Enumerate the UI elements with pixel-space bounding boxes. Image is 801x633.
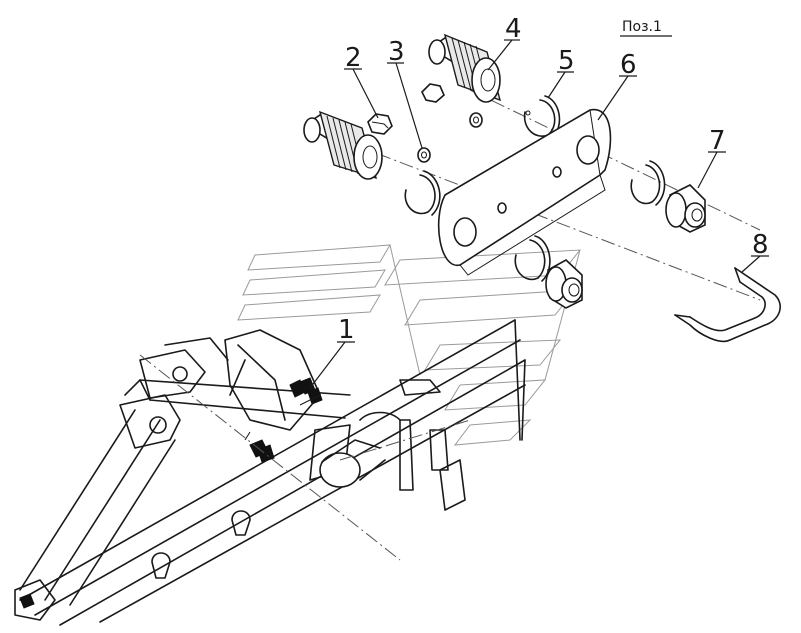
part-washer <box>417 147 431 163</box>
callout-3: 3 <box>388 37 405 67</box>
part-bushing <box>665 184 706 233</box>
part-nut-2 <box>421 83 445 103</box>
callout-labels: 1 2 3 4 5 6 7 8 Поз.1 <box>338 14 769 345</box>
callout-4: 4 <box>505 14 522 44</box>
part-washer-2 <box>469 112 483 128</box>
part-nut <box>367 113 393 135</box>
part-retaining-ring-4 <box>514 235 551 282</box>
part-retaining-ring-3 <box>630 160 666 206</box>
part-coupling-lower <box>303 110 383 180</box>
spring-lower <box>244 431 275 463</box>
part-bushing-2 <box>545 259 583 309</box>
spring-upper <box>289 377 323 406</box>
part-coupling-upper <box>428 33 502 103</box>
callout-leaders <box>309 35 769 389</box>
callout-1: 1 <box>338 315 355 345</box>
position-label: Поз.1 <box>622 19 662 35</box>
callout-2: 2 <box>345 43 362 73</box>
part-bent-pin <box>674 267 781 343</box>
part-retaining-ring-2 <box>404 170 441 216</box>
callout-6: 6 <box>620 50 637 80</box>
callout-7: 7 <box>709 126 726 156</box>
explode-axes <box>139 89 761 561</box>
callout-8: 8 <box>752 230 769 260</box>
frame-assembly <box>14 319 526 626</box>
ghost-outline-background <box>237 244 582 446</box>
part-plate <box>437 108 612 276</box>
callout-5: 5 <box>558 46 575 76</box>
